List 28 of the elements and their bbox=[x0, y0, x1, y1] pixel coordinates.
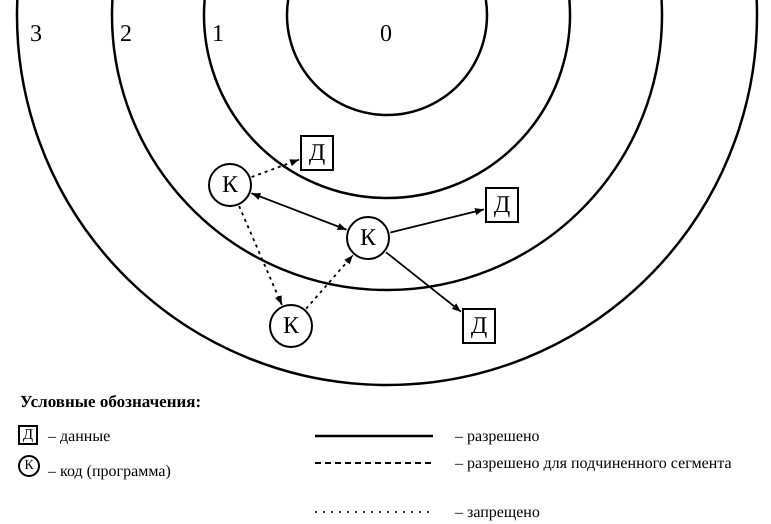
legend-text: – разрешено bbox=[455, 428, 541, 446]
protection-ring bbox=[287, 0, 487, 115]
code-circle: К bbox=[208, 163, 252, 207]
protection-ring bbox=[112, 0, 662, 290]
arrow bbox=[390, 208, 484, 234]
ring-number: 0 bbox=[380, 22, 392, 46]
legend-title: Условные обозначения: bbox=[20, 393, 202, 411]
ring-number: 1 bbox=[212, 22, 224, 46]
legend-text: – код (программа) bbox=[48, 463, 172, 481]
legend-text: – запрещено bbox=[455, 504, 541, 522]
code-circle: К bbox=[346, 216, 390, 260]
arrow bbox=[385, 252, 462, 312]
protection-ring bbox=[204, 0, 570, 198]
ring-number: 2 bbox=[120, 22, 132, 46]
data-box: Д bbox=[485, 187, 519, 223]
arrow bbox=[251, 158, 300, 178]
data-box: Д bbox=[462, 308, 496, 344]
arrow bbox=[238, 206, 283, 306]
arrow bbox=[305, 254, 354, 310]
legend-code-circle: К bbox=[18, 455, 40, 477]
legend-text: – данные bbox=[48, 428, 112, 446]
protection-ring bbox=[17, 0, 757, 385]
ring-number: 3 bbox=[30, 22, 42, 46]
arrow bbox=[251, 192, 347, 231]
code-circle: К bbox=[269, 304, 313, 348]
data-box: Д bbox=[300, 135, 334, 171]
legend-data-box: Д bbox=[18, 425, 38, 445]
legend-text: – разрешено для подчиненного сегмента bbox=[455, 455, 733, 473]
